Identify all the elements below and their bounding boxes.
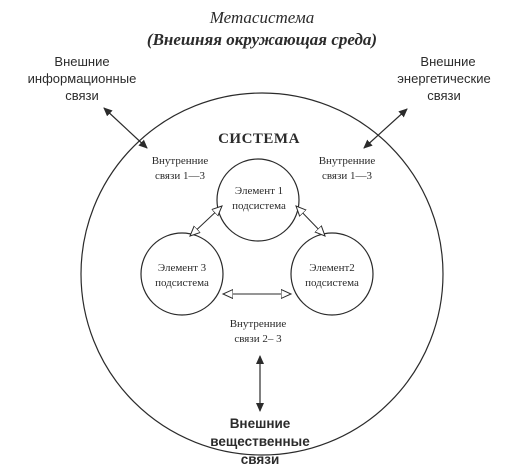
title-environment-text: Внешняя окружающая среда — [152, 30, 372, 49]
internal-links-bottom: Внутренние связи 2– 3 — [230, 318, 287, 345]
external-energy-line1: Внешние — [420, 54, 475, 69]
internal-links-left: Внутренние связи 1—3 — [152, 155, 209, 182]
element1-circle — [216, 158, 300, 242]
external-material-line3: связи — [241, 452, 280, 467]
element2-title: Элемент2 — [309, 262, 355, 274]
external-info-line2: информационные — [28, 71, 137, 86]
external-material-line2: вещественные — [210, 434, 310, 449]
internal-bottom-line1: Внутренние — [230, 318, 287, 330]
element1-subtitle: подсистема — [232, 200, 286, 212]
element2-subtitle: подсистема — [305, 277, 359, 289]
element3-title: Элемент 3 — [158, 262, 207, 274]
external-energy-line3: связи — [427, 88, 461, 103]
external-info-line3: связи — [65, 88, 99, 103]
arrow-element1-element3 — [190, 206, 222, 236]
internal-left-line2: связи 1—3 — [155, 170, 205, 182]
title-open-paren: ( — [147, 30, 154, 49]
external-info-line1: Внешние — [54, 54, 109, 69]
title-metasystem: Метасистема — [209, 8, 315, 27]
title-environment: (Внешняя окружающая среда) — [147, 30, 377, 49]
internal-links-right: Внутренние связи 1—3 — [319, 155, 376, 182]
arrow-external-info — [103, 107, 148, 149]
system-label: СИСТЕМА — [218, 131, 300, 147]
external-energy-line2: энергетические — [397, 71, 490, 86]
external-material-line1: Внешние — [230, 416, 291, 431]
arrow-element1-element2 — [296, 206, 325, 236]
arrow-external-energy — [363, 108, 408, 149]
internal-bottom-line2: связи 2– 3 — [234, 333, 282, 345]
external-info-links: Внешние информационные связи — [28, 54, 137, 103]
internal-left-line1: Внутренние — [152, 155, 209, 167]
external-material-links: Внешние вещественные связи — [210, 416, 310, 467]
internal-right-line1: Внутренние — [319, 155, 376, 167]
element2-circle — [290, 232, 374, 316]
element3-subtitle: подсистема — [155, 277, 209, 289]
internal-right-line2: связи 1—3 — [322, 170, 372, 182]
external-energy-links: Внешние энергетические связи — [397, 54, 490, 103]
system-boundary-circle — [80, 92, 444, 456]
element3-circle — [140, 232, 224, 316]
element1-title: Элемент 1 — [235, 185, 283, 197]
title-close-paren: ) — [369, 30, 377, 49]
